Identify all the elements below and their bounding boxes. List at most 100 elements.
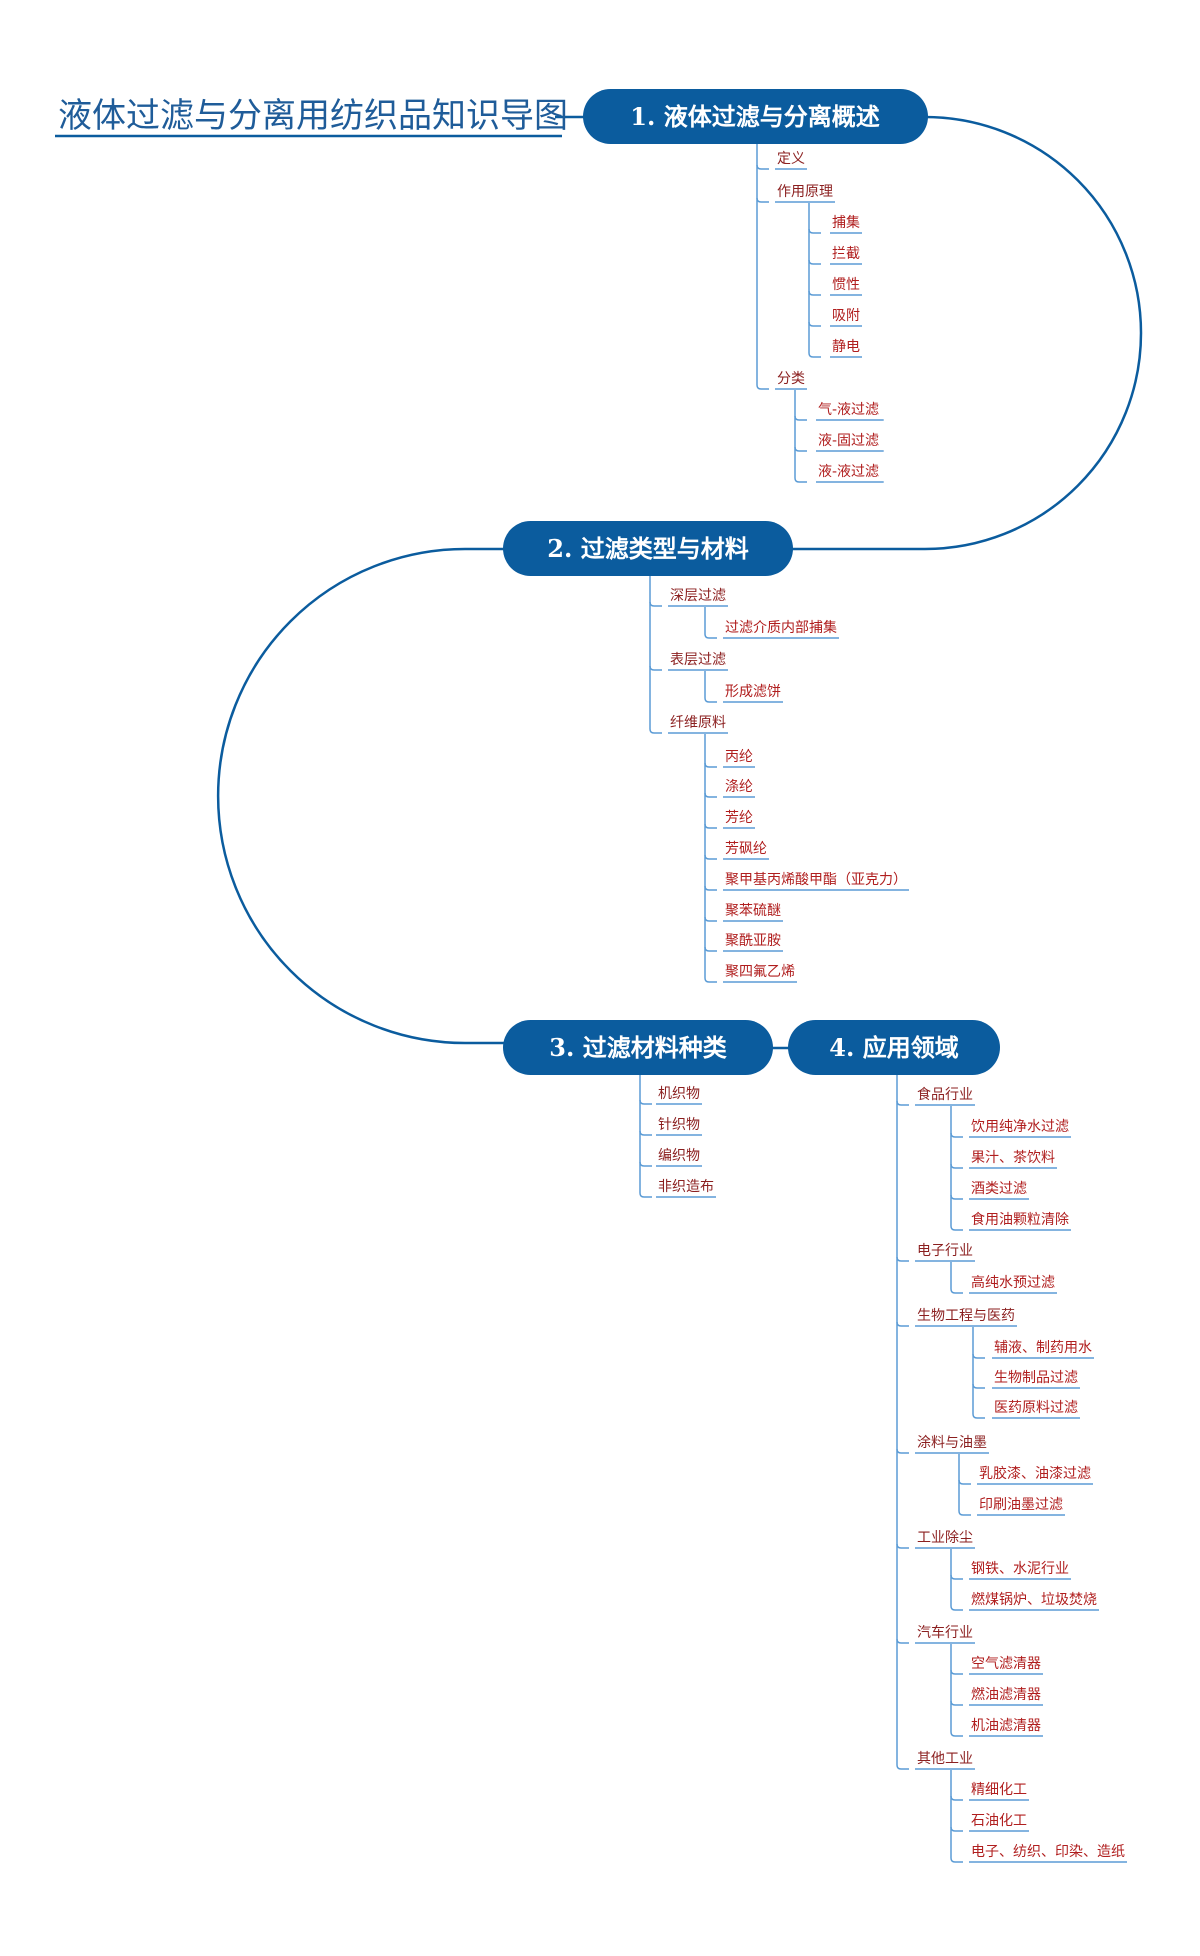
topic-3-sub-0[interactable]: 食品行业 (917, 1086, 973, 1103)
topic-applications-label[interactable]: 4. 应用领域 (829, 1033, 958, 1062)
topic-0-sub-0-connector (756, 164, 769, 170)
topic-3-sub-2-leaf-2[interactable]: 医药原料过滤 (994, 1400, 1078, 1416)
topic-3-sub-5-leaf-2[interactable]: 机油滤清器 (971, 1718, 1041, 1734)
topic-applications-pill[interactable] (788, 1020, 1000, 1075)
topic-3-sub-2-leaf-0[interactable]: 辅液、制药用水 (994, 1340, 1092, 1356)
topic-3-sub-5-leaf-0[interactable]: 空气滤清器 (971, 1656, 1041, 1672)
topic-3-sub-5-leaf-1[interactable]: 燃油滤清器 (971, 1686, 1041, 1703)
topic-1-sub-1-leaf-trunk (704, 671, 717, 703)
topic-1-sub-2-leaf-1[interactable]: 涤纶 (725, 779, 753, 795)
topic-3-sub-4-leaf-1[interactable]: 燃煤锅炉、垃圾焚烧 (971, 1591, 1097, 1608)
topic-3-trunk-line (896, 1075, 909, 1770)
topic-1-sub-2-leaf-4-connector (704, 885, 717, 891)
topic-1-sub-2-leaf-3-connector (704, 854, 717, 860)
topic-2-sub-2[interactable]: 编织物 (658, 1148, 700, 1164)
topic-3-sub-3-leaf-0[interactable]: 乳胶漆、油漆过滤 (979, 1465, 1091, 1482)
topic-2-sub-1[interactable]: 针织物 (658, 1117, 700, 1133)
topic-3-sub-0-connector (896, 1100, 909, 1106)
topic-3-sub-6-leaf-trunk (950, 1770, 963, 1863)
topic-3-sub-0-leaf-0[interactable]: 饮用纯净水过滤 (971, 1119, 1069, 1135)
topic-3-sub-0-leaf-2[interactable]: 酒类过滤 (971, 1181, 1027, 1197)
topic-3-sub-6-leaf-2[interactable]: 电子、纺织、印染、造纸 (971, 1844, 1125, 1860)
topic-3-sub-2-leaf-1[interactable]: 生物制品过滤 (994, 1370, 1078, 1386)
topic-overview-label[interactable]: 1. 液体过滤与分离概述 (630, 102, 879, 131)
topic-3-sub-5-leaf-0-connector (950, 1669, 963, 1675)
topic-1-sub-0-leaf-trunk (704, 607, 717, 639)
topic-0-sub-1[interactable]: 作用原理 (777, 184, 833, 200)
topic-3-sub-3-leaf-1[interactable]: 印刷油墨过滤 (979, 1497, 1063, 1513)
topic-3-sub-3-connector (896, 1448, 909, 1454)
topic-0-sub-0[interactable]: 定义 (777, 151, 805, 167)
topic-types-materials-label[interactable]: 2. 过滤类型与材料 (547, 534, 748, 563)
topic-3-sub-6[interactable]: 其他工业 (917, 1751, 973, 1767)
topic-1-sub-2-leaf-1-connector (704, 792, 717, 798)
topic-material-kinds-pill[interactable] (503, 1020, 773, 1075)
topic-overview-pill[interactable] (583, 89, 928, 144)
topic-0-sub-1-leaf-1[interactable]: 拦截 (832, 246, 860, 262)
topic-3-sub-6-leaf-1[interactable]: 石油化工 (971, 1813, 1027, 1829)
topic-1-sub-0[interactable]: 深层过滤 (670, 588, 726, 604)
topic-3-sub-3-leaf-trunk (958, 1454, 971, 1516)
topic-applications[interactable]: 4. 应用领域 (788, 1020, 1000, 1075)
topic-0-sub-1-leaf-2[interactable]: 惯性 (832, 276, 860, 293)
topic-3-sub-1[interactable]: 电子行业 (917, 1243, 973, 1259)
topic-1-sub-2-leaf-2-connector (704, 823, 717, 829)
topic-overview[interactable]: 1. 液体过滤与分离概述 (583, 89, 928, 144)
topic-0-sub-2-leaf-trunk (794, 390, 807, 483)
topic-0-sub-1-connector (756, 197, 769, 203)
topic-1-sub-2[interactable]: 纤维原料 (670, 715, 726, 731)
topic-3-sub-6-leaf-0[interactable]: 精细化工 (971, 1782, 1027, 1798)
topic-3-sub-0-leaf-0-connector (950, 1132, 963, 1138)
topic-3-sub-1-leaf-0[interactable]: 高纯水预过滤 (971, 1274, 1055, 1291)
map-title-text: 液体过滤与分离用纺织品知识导图 (58, 96, 568, 136)
topic-0-sub-1-leaf-0-connector (808, 228, 821, 234)
topic-0-sub-2-leaf-1[interactable]: 液-固过滤 (818, 433, 879, 449)
topic-0-sub-2-leaf-0[interactable]: 气-液过滤 (818, 402, 879, 418)
topic-2-sub-0[interactable]: 机织物 (658, 1086, 700, 1102)
topic-1-sub-2-leaf-0-connector (704, 762, 717, 768)
topic-2-sub-0-connector (639, 1099, 652, 1105)
topic-1-sub-2-leaf-2[interactable]: 芳纶 (725, 809, 753, 826)
topic-1-sub-2-leaf-6[interactable]: 聚酰亚胺 (725, 933, 781, 949)
topic-3-sub-2-connector (896, 1321, 909, 1327)
topic-1-sub-0-leaf-0[interactable]: 过滤介质内部捕集 (725, 619, 837, 636)
topic-1-sub-2-leaf-trunk (704, 734, 717, 983)
topic-1-sub-1-leaf-0[interactable]: 形成滤饼 (725, 684, 781, 700)
topic-0-sub-2-leaf-2[interactable]: 液-液过滤 (818, 464, 879, 480)
topic-0-sub-1-leaf-trunk (808, 203, 821, 358)
topic-3-sub-4-leaf-0[interactable]: 钢铁、水泥行业 (971, 1561, 1069, 1577)
topic-0-sub-1-leaf-3[interactable]: 吸附 (832, 308, 860, 324)
topic-3-sub-3[interactable]: 涂料与油墨 (917, 1435, 987, 1451)
topic-material-kinds[interactable]: 3. 过滤材料种类 (503, 1020, 773, 1075)
branch-trees: 定义作用原理捕集拦截惯性吸附静电分类气-液过滤液-固过滤液-液过滤深层过滤过滤介… (639, 144, 1127, 1863)
topic-1-sub-2-leaf-3[interactable]: 芳砜纶 (725, 840, 767, 857)
topic-3-sub-4-leaf-trunk (950, 1549, 963, 1611)
topic-3-sub-5[interactable]: 汽车行业 (917, 1624, 973, 1641)
topic-1-sub-2-leaf-6-connector (704, 946, 717, 952)
topic-types-materials[interactable]: 2. 过滤类型与材料 (503, 521, 793, 576)
topic-0-sub-2[interactable]: 分类 (777, 371, 805, 387)
topic-3-sub-2[interactable]: 生物工程与医药 (917, 1308, 1015, 1324)
topic-3-sub-0-leaf-1[interactable]: 果汁、茶饮料 (971, 1150, 1055, 1166)
topic-1-sub-2-leaf-5-connector (704, 916, 717, 922)
topic-types-materials-pill[interactable] (503, 521, 793, 576)
topic-material-kinds-label[interactable]: 3. 过滤材料种类 (549, 1033, 727, 1062)
topic-0-sub-1-leaf-4[interactable]: 静电 (832, 339, 860, 355)
topic-1-sub-1-connector (649, 665, 662, 671)
topic-1-sub-2-leaf-7[interactable]: 聚四氟乙烯 (725, 964, 795, 980)
topic-3-sub-0-leaf-2-connector (950, 1194, 963, 1200)
topic-1-sub-2-leaf-4[interactable]: 聚甲基丙烯酸甲酯（亚克力） (725, 871, 907, 888)
topic-0-sub-1-leaf-1-connector (808, 259, 821, 265)
topic-1-sub-2-leaf-0[interactable]: 丙纶 (725, 749, 753, 765)
topic-3-sub-0-leaf-3[interactable]: 食用油颗粒清除 (971, 1211, 1069, 1228)
topic-1-sub-0-connector (649, 601, 662, 607)
connector-1-2 (755, 115, 1143, 551)
topic-1-sub-1[interactable]: 表层过滤 (670, 652, 726, 668)
topic-1-sub-2-leaf-5[interactable]: 聚苯硫醚 (725, 902, 781, 919)
topic-3-sub-4[interactable]: 工业除尘 (917, 1530, 973, 1546)
topic-3-sub-2-leaf-0-connector (972, 1353, 985, 1359)
topic-3-sub-2-leaf-1-connector (972, 1383, 985, 1389)
topic-2-sub-3[interactable]: 非织造布 (658, 1179, 714, 1195)
topic-0-sub-1-leaf-0[interactable]: 捕集 (832, 214, 860, 231)
